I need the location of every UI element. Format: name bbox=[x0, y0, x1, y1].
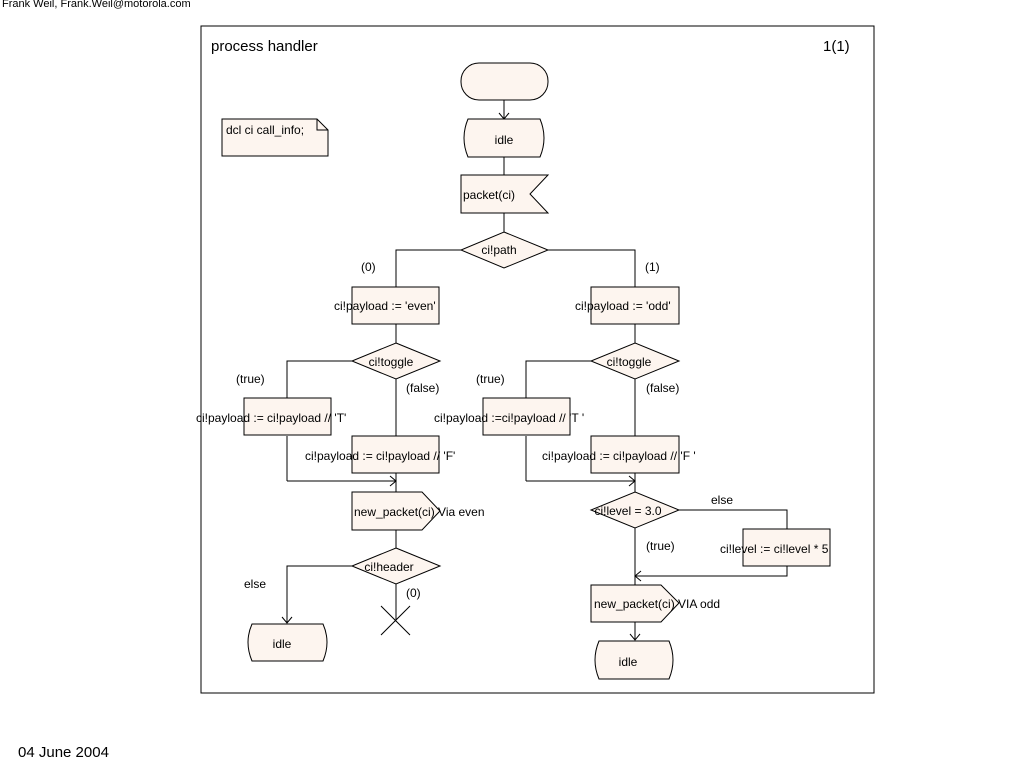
task-left-true-label: ci!payload := ci!payload // 'T' bbox=[196, 411, 346, 425]
state-idle-bottom-right-label: idle bbox=[619, 655, 638, 669]
edge-label-level-else: else bbox=[711, 493, 733, 507]
task-payload-even-label: ci!payload := 'even' bbox=[334, 299, 436, 313]
decision-header: ci!header bbox=[350, 547, 442, 585]
output-odd: new_packet(ci) VIA odd bbox=[590, 584, 720, 623]
state-idle-bottom-left-label: idle bbox=[273, 637, 292, 651]
decision-level: ci!level = 3.0 bbox=[589, 491, 681, 529]
input-packet-label: packet(ci) bbox=[463, 188, 515, 202]
decision-toggle-right-label: ci!toggle bbox=[607, 355, 652, 369]
task-payload-odd-label: ci!payload := 'odd' bbox=[575, 299, 671, 313]
edge-label-toggle-left-true: (true) bbox=[236, 372, 265, 386]
edge-label-toggle-left-false: (false) bbox=[406, 381, 439, 395]
decision-level-label: ci!level = 3.0 bbox=[594, 504, 661, 518]
edge-label-header-zero: (0) bbox=[406, 586, 421, 600]
edge-label-toggle-right-true: (true) bbox=[476, 372, 505, 386]
task-left-false-label: ci!payload := ci!payload // 'F' bbox=[305, 449, 455, 463]
task-payload-odd: ci!payload := 'odd' bbox=[575, 286, 680, 325]
decision-path-label: ci!path bbox=[481, 243, 516, 257]
edge-label-header-else: else bbox=[244, 577, 266, 591]
decision-toggle-left-label: ci!toggle bbox=[369, 355, 414, 369]
state-idle-bottom-right: idle bbox=[594, 640, 674, 680]
task-right-true: ci!payload :=ci!payload // 'T ' bbox=[434, 397, 584, 436]
task-level-label: ci!level := ci!level * 5 bbox=[720, 542, 829, 556]
flow-lines bbox=[281, 100, 788, 641]
task-payload-even: ci!payload := 'even' bbox=[334, 286, 440, 325]
diagram-frame bbox=[200, 25, 875, 694]
state-idle-top: idle bbox=[463, 118, 545, 158]
decision-toggle-left: ci!toggle bbox=[350, 342, 442, 380]
declaration-text-symbol: dcl ci call_info; bbox=[221, 118, 329, 157]
edge-label-path-zero: (0) bbox=[361, 260, 376, 274]
decision-path: ci!path bbox=[459, 231, 550, 269]
task-left-false: ci!payload := ci!payload // 'F' bbox=[305, 435, 455, 474]
task-right-false-label: ci!payload := ci!payload // 'F ' bbox=[542, 449, 696, 463]
output-odd-label: new_packet(ci) VIA odd bbox=[594, 597, 720, 611]
task-level: ci!level := ci!level * 5 bbox=[720, 528, 831, 567]
output-even: new_packet(ci) Via even bbox=[351, 491, 485, 531]
diagram-title: process handler bbox=[211, 38, 318, 55]
task-right-false: ci!payload := ci!payload // 'F ' bbox=[542, 435, 696, 474]
edge-label-toggle-right-false: (false) bbox=[646, 381, 679, 395]
declaration-text: dcl ci call_info; bbox=[226, 123, 304, 137]
state-idle-bottom-left: idle bbox=[247, 623, 328, 662]
task-right-true-label: ci!payload :=ci!payload // 'T ' bbox=[434, 411, 584, 425]
state-idle-top-label: idle bbox=[495, 133, 514, 147]
decision-toggle-right: ci!toggle bbox=[589, 342, 681, 380]
page-number: 1(1) bbox=[823, 38, 850, 55]
task-left-true: ci!payload := ci!payload // 'T' bbox=[196, 397, 346, 436]
input-packet-symbol: packet(ci) bbox=[460, 174, 550, 214]
edge-label-path-one: (1) bbox=[645, 260, 660, 274]
author-line: Frank Weil, Frank.Weil@motorola.com bbox=[2, 0, 191, 10]
edge-label-level-true: (true) bbox=[646, 539, 675, 553]
output-even-label: new_packet(ci) Via even bbox=[354, 505, 485, 519]
decision-header-label: ci!header bbox=[364, 560, 413, 574]
date-label: 04 June 2004 bbox=[18, 744, 109, 761]
start-symbol bbox=[460, 62, 549, 101]
